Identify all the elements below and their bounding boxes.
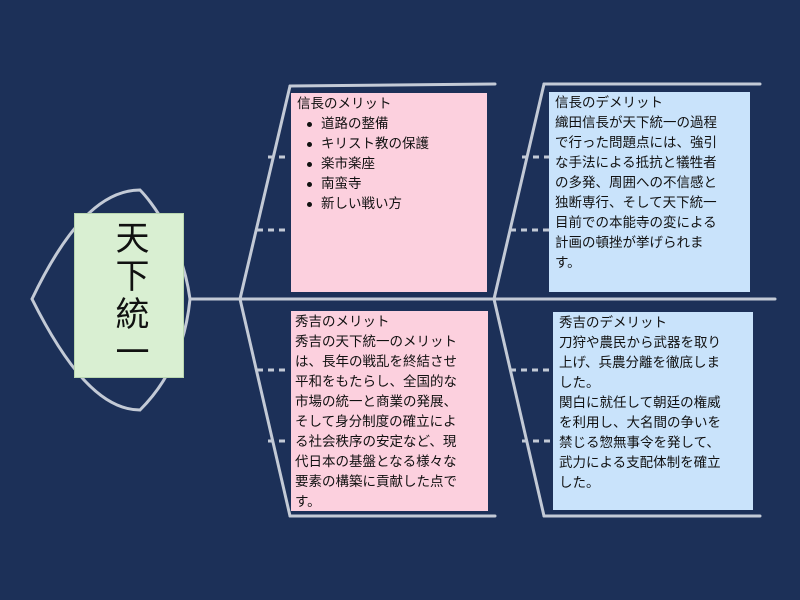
upper-bone-1-top — [288, 82, 497, 88]
nobunaga-demerit-box: 信長のデメリット 織田信長が天下統一の過程 で行った問題点には、強引 な手法によ… — [549, 92, 750, 292]
head-title: 天下統一 — [109, 219, 149, 372]
hideyoshi-merit-body: 秀吉の天下統一のメリット は、長年の戦乱を終結させ 平和をもたらし、全国的な 市… — [295, 334, 457, 510]
hideyoshi-demerit-title: 秀吉のデメリット — [559, 315, 667, 331]
list-item: 道路の整備 — [307, 114, 481, 134]
nobunaga-demerit-title: 信長のデメリット — [555, 95, 663, 111]
list-item: キリスト教の保護 — [307, 134, 481, 154]
upper-bone-2 — [492, 82, 546, 301]
nobunaga-merit-list: 道路の整備 キリスト教の保護 楽市楽座 南蛮寺 新しい戦い方 — [297, 114, 481, 214]
list-item: 楽市楽座 — [307, 154, 481, 174]
hideyoshi-demerit-box: 秀吉のデメリット 刀狩や農民から武器を取り 上げ、兵農分離を徹底しま した。 関… — [553, 312, 753, 510]
fish-head-label: 天下統一 — [74, 213, 184, 378]
nobunaga-merit-box: 信長のメリット 道路の整備 キリスト教の保護 楽市楽座 南蛮寺 新しい戦い方 — [291, 93, 487, 292]
hideyoshi-demerit-body: 刀狩や農民から武器を取り 上げ、兵農分離を徹底しま した。 関白に就任して朝廷の… — [559, 335, 721, 491]
list-item: 南蛮寺 — [307, 174, 481, 194]
lower-bone-2 — [492, 297, 546, 518]
nobunaga-demerit-body: 織田信長が天下統一の過程 で行った問題点には、強引 な手法による抵抗と犠牲者 の… — [555, 115, 717, 271]
lower-bone-1 — [238, 297, 292, 518]
hideyoshi-merit-box: 秀吉のメリット 秀吉の天下統一のメリット は、長年の戦乱を終結させ 平和をもたら… — [291, 311, 488, 511]
upper-bone-1 — [238, 84, 292, 301]
nobunaga-merit-title: 信長のメリット — [297, 96, 392, 112]
hideyoshi-merit-title: 秀吉のメリット — [295, 314, 390, 330]
list-item: 新しい戦い方 — [307, 194, 481, 214]
fish-head-outline — [30, 188, 192, 412]
